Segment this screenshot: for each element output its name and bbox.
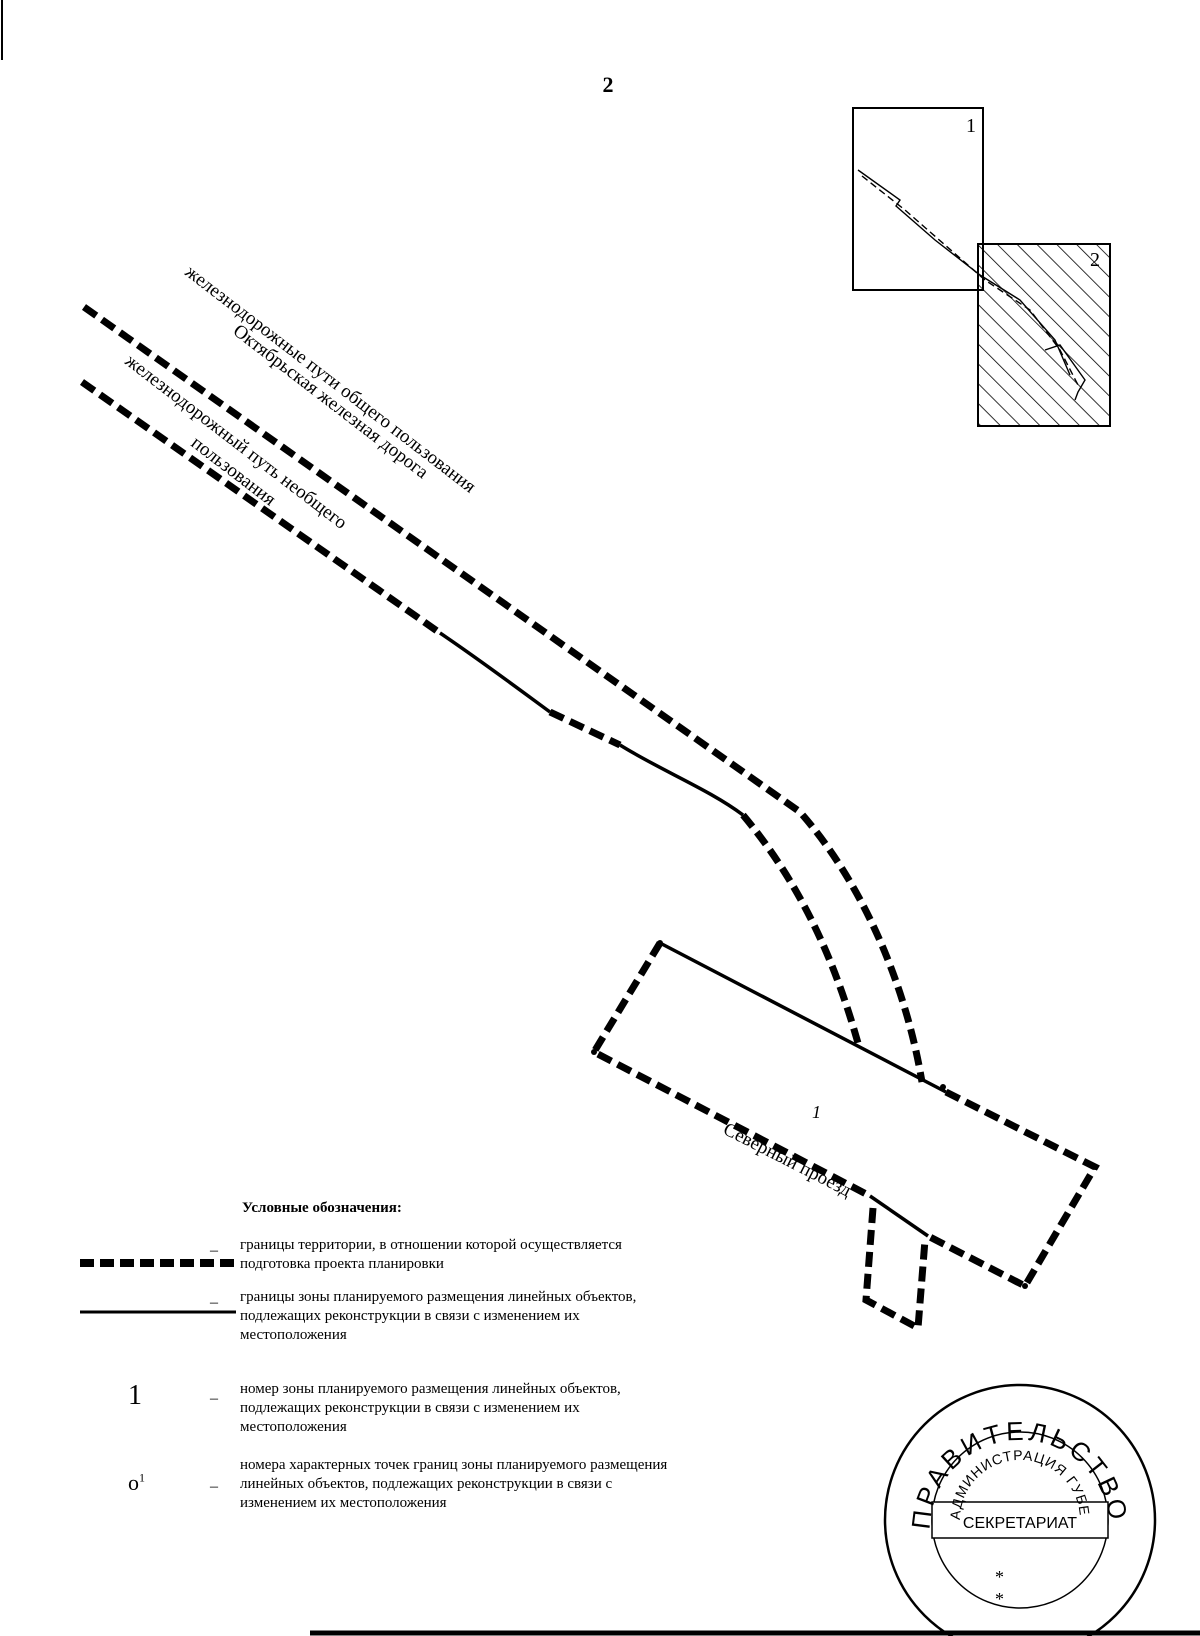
legend-item-text: границы зоны планируемого размещения лин…	[240, 1289, 637, 1343]
zone-boundary	[439, 631, 947, 1238]
legend-dash: –	[210, 1242, 218, 1259]
stamp-star: *	[995, 1567, 1004, 1587]
boundary-rect-right	[926, 1088, 1100, 1291]
inset-key-map: 1 2	[852, 107, 1111, 427]
inset-zone-1-label: 1	[966, 115, 976, 137]
point-marker	[1022, 1283, 1028, 1289]
page-number: 2	[603, 72, 614, 97]
stamp-center-box	[931, 1501, 1109, 1539]
zone-rect-top	[659, 941, 947, 1094]
zone-line-1	[439, 631, 552, 714]
street-label: Северный проезд	[720, 1119, 855, 1202]
legend-dash: –	[210, 1294, 218, 1311]
point-marker	[591, 1049, 597, 1055]
point-marker	[657, 940, 663, 946]
stamp-star: *	[995, 1589, 1004, 1609]
boundary-lower-track-a	[79, 379, 443, 636]
point-marker	[1092, 1164, 1098, 1170]
legend-dash: –	[210, 1478, 218, 1495]
planning-territory-boundary	[79, 304, 1100, 1334]
boundary-road-spur	[862, 1207, 929, 1334]
legend-item-text: номер зоны планируемого размещения линей…	[240, 1381, 621, 1435]
legend-item-text: номера характерных точек границ зоны пла…	[240, 1457, 668, 1511]
inset-zone-2-frame	[977, 243, 1111, 427]
legend-title: Условные обозначения:	[242, 1200, 402, 1216]
zone-line-2	[619, 743, 745, 817]
inset-rail-1	[857, 169, 1071, 376]
boundary-lower-track-c	[740, 812, 862, 1044]
boundary-rect-left	[589, 941, 872, 1200]
stamp-outer-ring	[883, 1383, 1157, 1636]
inset-rail-2	[861, 175, 1079, 386]
legend-dash: –	[210, 1390, 218, 1407]
stamp-center-text: СЕКРЕТАРИАТ	[963, 1515, 1077, 1532]
zone-number-label: 1	[812, 1102, 821, 1122]
legend-item-text: границы территории, в отношении которой …	[240, 1237, 622, 1272]
boundary-upper-track	[81, 304, 926, 1083]
legend-point-symbol: о1	[128, 1470, 145, 1495]
zone-rect-bottom	[869, 1194, 929, 1238]
boundary-lower-track-b	[548, 708, 622, 749]
characteristic-points	[591, 940, 1098, 1289]
inset-rail-3	[1044, 344, 1086, 401]
inset-zone-2-label: 2	[1090, 249, 1100, 271]
point-marker	[940, 1084, 946, 1090]
inset-zone-1-frame	[852, 107, 984, 291]
legend-number-symbol: 1	[128, 1380, 142, 1411]
